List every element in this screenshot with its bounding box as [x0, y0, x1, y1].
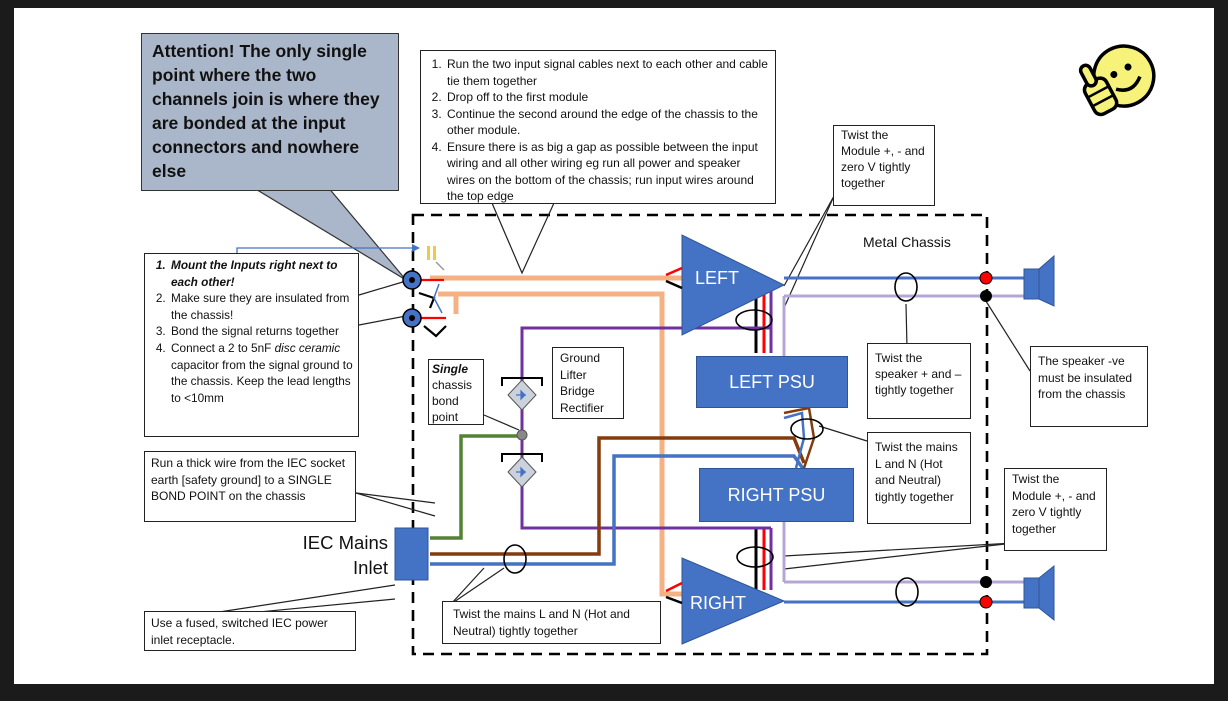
- bridge-rectifier-callout: Ground Lifter Bridge Rectifier: [552, 347, 624, 419]
- input-socket-right: [402, 308, 422, 328]
- speaker-twist-callout: Twist the speaker + and – tightly togeth…: [867, 343, 971, 419]
- input-steps-callout: Mount the Inputs right next to each othe…: [144, 253, 359, 437]
- module-twist-top-callout: Twist the Module +, - and zero V tightly…: [833, 125, 935, 206]
- right-amp-label: RIGHT: [690, 593, 746, 613]
- metal-chassis-outline: [411, 213, 989, 656]
- bond-point-label: Single chassis bond point: [432, 362, 473, 424]
- iec-mains-inlet-block: [394, 527, 429, 581]
- left-amp-module: [681, 234, 786, 336]
- module-supply-wires: [754, 289, 773, 590]
- right-speaker-negative-terminal: [980, 576, 992, 588]
- speaker-negative-callout: The speaker -ve must be insulated from t…: [1030, 346, 1148, 427]
- signal-cable-right: [453, 291, 682, 597]
- attention-callout: Attention! The only single point where t…: [141, 33, 399, 191]
- left-psu-block: LEFT PSU: [696, 356, 848, 408]
- callout-pointers: [153, 195, 1031, 623]
- routing-step: Drop off to the first module: [445, 89, 769, 106]
- single-chassis-bond-point: [516, 429, 528, 441]
- input-lead-arrow: [412, 244, 420, 252]
- mains-brown: [430, 436, 806, 556]
- earth-wire-green: [430, 434, 519, 540]
- mains-twist-right-callout: Twist the mains L and N (Hot and Neutral…: [867, 432, 971, 524]
- routing-step: Run the two input signal cables next to …: [445, 56, 769, 89]
- input-step: Connect a 2 to 5nF disc ceramic capacito…: [169, 340, 354, 406]
- left-amp-label: LEFT: [695, 268, 740, 288]
- twist-markers: [503, 272, 919, 607]
- left-speaker-positive-terminal: [979, 271, 993, 285]
- routing-steps-callout: Run the two input signal cables next to …: [420, 50, 776, 204]
- mains-twist-bottom-callout: Twist the mains L and N (Hot and Neutral…: [442, 601, 661, 644]
- mains-twist-to-left-psu: [783, 406, 816, 469]
- fused-inlet-callout: Use a fused, switched IEC power inlet re…: [144, 611, 356, 651]
- amp-input-leads: [665, 266, 683, 605]
- routing-step: Continue the second around the edge of t…: [445, 106, 769, 139]
- mains-twist-to-left-psu-blue: [783, 411, 806, 469]
- iec-inlet-label: IEC Mains Inlet: [302, 532, 388, 578]
- left-speaker-negative-terminal: [980, 290, 992, 302]
- right-speaker-positive-terminal: [979, 595, 993, 609]
- ground-lifter-bridge-top: [501, 377, 543, 411]
- right-speaker-icon: [1023, 564, 1055, 622]
- right-psu-block: RIGHT PSU: [699, 468, 854, 522]
- left-speaker-icon: [1023, 254, 1055, 307]
- input-step: Mount the Inputs right next to each othe…: [169, 257, 354, 290]
- input-step: Make sure they are insulated from the ch…: [169, 290, 354, 323]
- module-twist-bottom-callout: Twist the Module +, - and zero V tightly…: [1004, 468, 1107, 551]
- thumbs-up-smiley-icon: [1078, 44, 1156, 117]
- ground-rail-purple: [520, 326, 771, 530]
- earth-wire-callout: Run a thick wire from the IEC socket ear…: [144, 451, 356, 522]
- diagram-svg: [153, 44, 1156, 656]
- wiring-diagram: Attention! The only single point where t…: [14, 8, 1214, 684]
- bond-point-box: [428, 359, 484, 425]
- routing-step: Ensure there is as big a gap as possible…: [445, 139, 769, 205]
- input-step: Bond the signal returns together: [169, 323, 354, 340]
- metal-chassis-label: Metal Chassis: [863, 234, 951, 250]
- right-amp-module: [681, 557, 786, 645]
- ground-lifter-bridge-bottom: [501, 453, 543, 488]
- disc-ceramic-capacitor: [427, 246, 436, 260]
- input-socket-left: [402, 270, 422, 290]
